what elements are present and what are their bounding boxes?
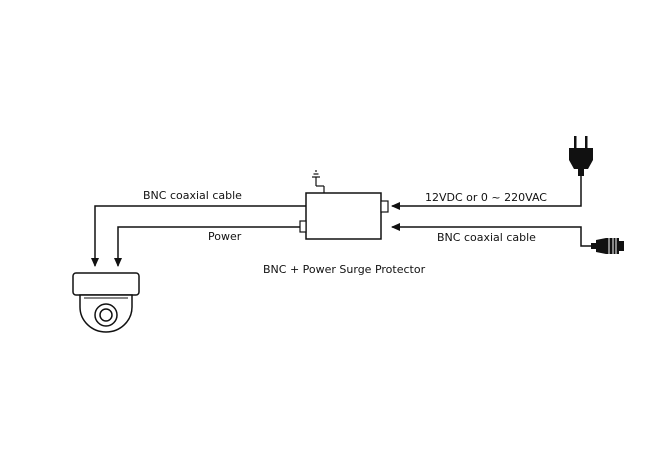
ground-icon [312,170,325,193]
bnc-output-line [91,205,306,267]
dome-camera-icon [72,272,140,333]
bnc-connector-icon [591,238,624,254]
power-output-line [114,226,300,267]
bnc-cable-left-label: BNC coaxial cable [143,189,242,202]
power-input-label: 12VDC or 0 ~ 220VAC [425,191,547,204]
power-input-line [391,176,582,210]
device-caption: BNC + Power Surge Protector [263,263,426,276]
power-left-label: Power [208,230,242,243]
surge-protector-box [299,192,389,240]
bnc-input-line [391,223,591,247]
bnc-cable-right-label: BNC coaxial cable [437,231,536,244]
power-plug-icon [569,136,593,176]
